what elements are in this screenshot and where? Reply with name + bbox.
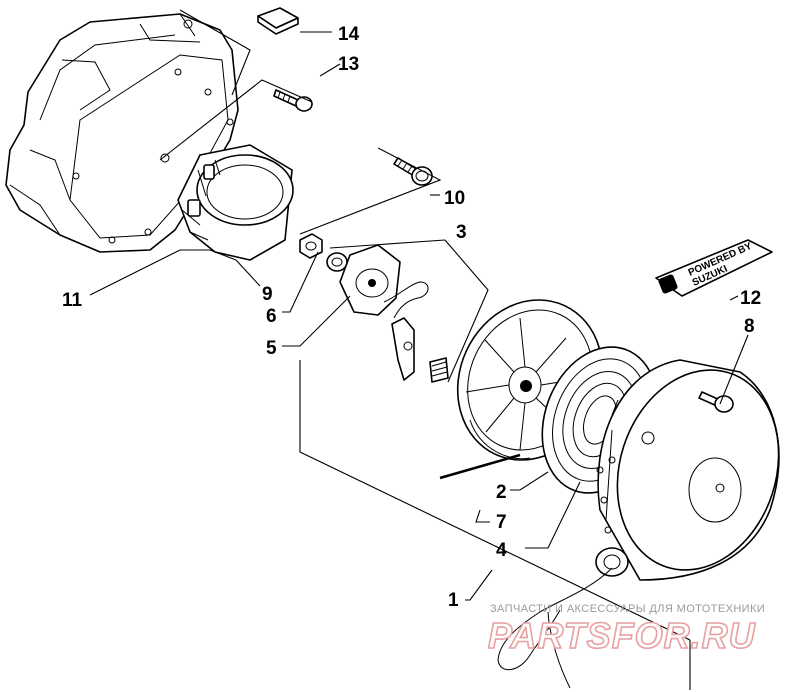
bolt-10-part bbox=[393, 157, 433, 186]
callout-3: 3 bbox=[456, 222, 467, 243]
starter-rope-part bbox=[439, 453, 521, 480]
callout-1: 1 bbox=[448, 590, 459, 611]
callout-12: 12 bbox=[740, 288, 761, 309]
callout-10: 10 bbox=[444, 188, 465, 209]
callout-2: 2 bbox=[496, 482, 507, 503]
suzuki-decal-part: POWERED BY SUZUKI bbox=[655, 239, 773, 297]
watermark: ЗАПЧАСТИ И АКСЕССУАРЫ ДЛЯ МОТОТЕХНИКИ PA… bbox=[487, 603, 765, 657]
callout-5: 5 bbox=[266, 338, 277, 359]
callout-8: 8 bbox=[744, 316, 755, 337]
callout-labels: 14 13 10 3 11 9 6 5 12 8 2 7 4 1 bbox=[62, 24, 761, 611]
leader-lines bbox=[89, 9, 749, 690]
pulley-cup-part bbox=[177, 144, 294, 261]
callout-6: 6 bbox=[266, 306, 277, 327]
callout-14: 14 bbox=[338, 24, 360, 45]
watermark-brand: PARTSFOR.RU bbox=[488, 615, 756, 656]
clip-plate-part bbox=[257, 7, 299, 35]
callout-13: 13 bbox=[338, 54, 359, 75]
callout-4: 4 bbox=[496, 540, 507, 561]
watermark-caption: ЗАПЧАСТИ И АКСЕССУАРЫ ДЛЯ МОТОТЕХНИКИ bbox=[490, 603, 765, 615]
starter-housing-part bbox=[497, 359, 780, 689]
screw-8-part bbox=[698, 391, 734, 413]
callout-7: 7 bbox=[496, 512, 507, 533]
nut-6-part bbox=[299, 233, 323, 259]
callout-11: 11 bbox=[62, 290, 83, 311]
callout-9: 9 bbox=[262, 284, 273, 305]
ratchet-assembly-part bbox=[326, 244, 449, 383]
